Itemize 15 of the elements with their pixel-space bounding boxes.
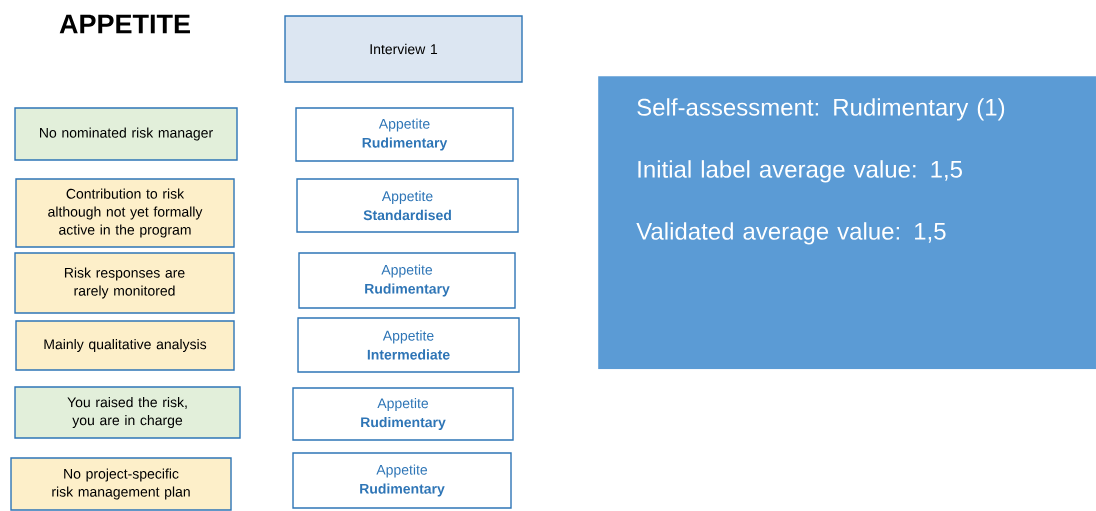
statement-box: No project-specific risk management plan <box>10 457 232 511</box>
rating-box: Appetite Rudimentary <box>295 107 514 162</box>
rating-box: Appetite Standardised <box>296 178 519 233</box>
heading: APPETITE <box>59 14 190 34</box>
statement-box: Contribution to risk although not yet formally active in the program <box>15 178 235 248</box>
rating-box: Appetite Rudimentary <box>292 452 512 509</box>
rating-box: Appetite Rudimentary <box>292 387 514 441</box>
statement-box: Risk responses are rarely monitored <box>14 252 235 314</box>
rating-box: Appetite Intermediate <box>297 317 520 373</box>
statement-box: You raised the risk, you are in charge <box>14 386 241 439</box>
header-box: Interview 1 <box>284 15 523 83</box>
statement-box: No nominated risk manager <box>14 107 238 161</box>
summary-panel: Self-assessment: Rudimentary (1) Initial label average value: 1,5 Validated average value: 1,5 <box>598 76 1096 370</box>
statement-box: Mainly qualitative analysis <box>15 320 235 371</box>
rating-box: Appetite Rudimentary <box>298 252 516 309</box>
